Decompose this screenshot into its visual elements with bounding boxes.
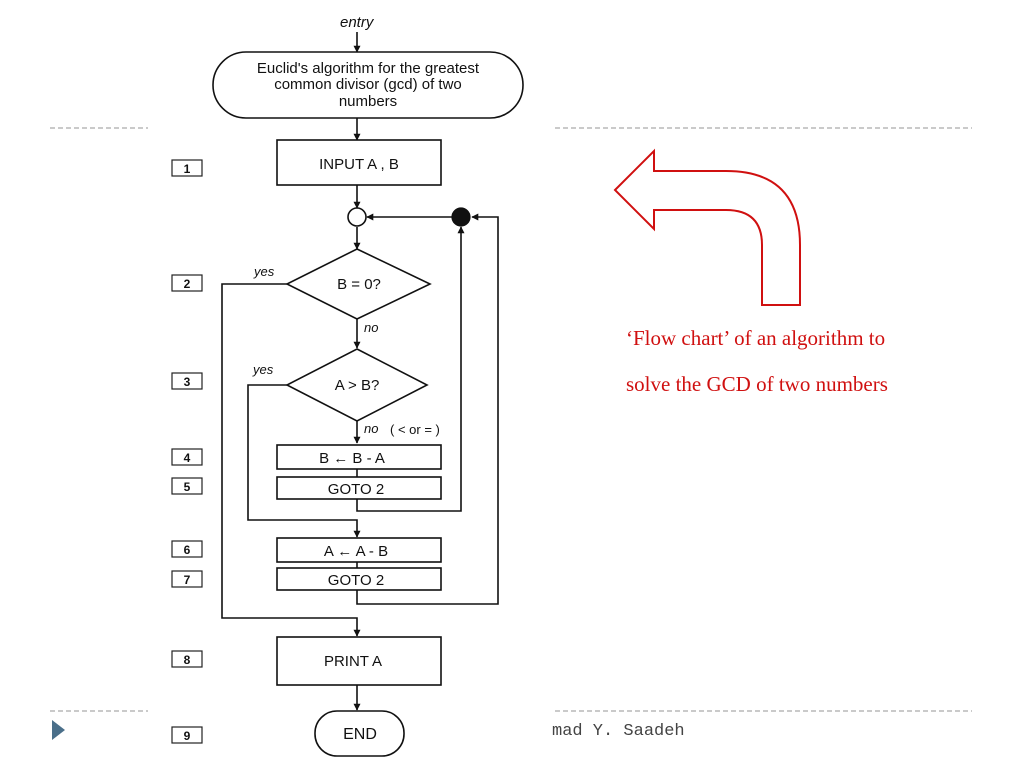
caption-line-2: solve the GCD of two numbers: [626, 372, 888, 396]
a-minus-b-box: [276, 537, 442, 563]
flow-nodes: entry Euclid's algorithm for the greates…: [212, 14, 524, 757]
input-box: [276, 139, 442, 186]
b-zero-yes-label: yes: [253, 264, 275, 279]
merge-junction-open: [347, 207, 367, 227]
arrow-b-test-yes: [221, 283, 361, 637]
step-number-label: 4: [184, 451, 191, 465]
decision-b-zero: [285, 248, 432, 320]
play-triangle-icon: [52, 720, 65, 740]
entry-label: entry: [340, 14, 375, 31]
input-label: INPUT A , B: [319, 156, 399, 173]
slide-decorations: mad Y. Saadeh: [50, 127, 972, 741]
step-number-box: [171, 159, 203, 177]
step-number-box: [171, 448, 203, 466]
b-minus-a-box: [276, 444, 442, 470]
b-zero-no-label: no: [364, 320, 378, 335]
arrow-goto-2-second: [356, 213, 499, 605]
a-minus-b-label: A ← A - B: [324, 543, 388, 560]
decision-a-gt-b-label: A > B?: [335, 377, 380, 394]
a-gt-b-no-label: no: [364, 421, 378, 436]
decision-a-gt-b: [285, 348, 429, 422]
title-line: common divisor (gcd) of two: [274, 76, 462, 93]
step-number-box: [171, 726, 203, 744]
title-terminal: [212, 51, 524, 119]
step-number-box: [171, 570, 203, 588]
step-number-label: 6: [184, 543, 191, 557]
goto-2-first-label: GOTO 2: [328, 481, 384, 498]
title-line: numbers: [339, 93, 397, 110]
end-label: END: [343, 726, 377, 743]
step-number-label: 2: [184, 277, 191, 291]
step-number-label: 9: [184, 729, 191, 743]
step-number-box: [171, 372, 203, 390]
step-number-label: 7: [184, 573, 191, 587]
arrow-a-test-yes: [247, 384, 361, 538]
step-number-label: 8: [184, 653, 191, 667]
a-gt-b-yes-label: yes: [252, 362, 274, 377]
step-number-label: 5: [184, 480, 191, 494]
b-minus-a-label: B ← B - A: [319, 450, 385, 467]
step-number-box: [171, 540, 203, 558]
merge-junction-filled: [451, 207, 471, 227]
goto-2-second-box: [276, 567, 442, 591]
step-number-box: [171, 274, 203, 292]
caption-line-1: ‘Flow chart’ of an algorithm to: [626, 326, 885, 350]
curved-arrow-left-icon: [613, 148, 801, 306]
title-line: Euclid's algorithm for the greatest: [257, 60, 480, 77]
a-gt-b-no-note: ( < or = ): [390, 422, 440, 437]
print-box: [276, 636, 442, 686]
arrow-goto-2-first: [356, 226, 465, 512]
goto-2-first-box: [276, 476, 442, 500]
end-terminal: [314, 710, 405, 757]
decision-b-zero-label: B = 0?: [337, 276, 381, 293]
step-number-label: 1: [184, 162, 191, 176]
step-number-box: [171, 650, 203, 668]
step-numbers: 1 2 3 4 5 6 7 8 9: [171, 159, 203, 744]
goto-2-second-label: GOTO 2: [328, 572, 384, 589]
print-label: PRINT A: [324, 653, 382, 670]
step-number-box: [171, 477, 203, 495]
step-number-label: 3: [184, 375, 191, 389]
flow-connectors: [221, 32, 499, 711]
footer-author: mad Y. Saadeh: [552, 722, 685, 741]
